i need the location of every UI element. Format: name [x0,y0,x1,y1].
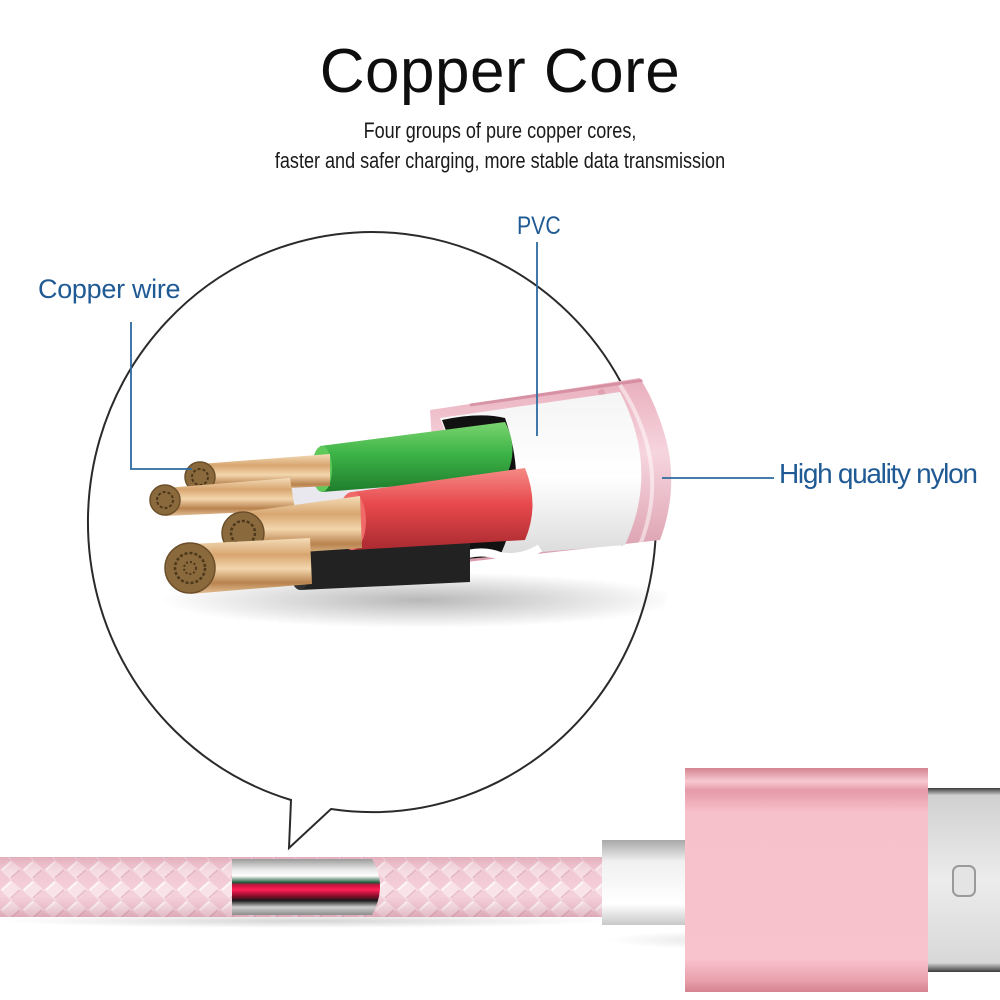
subtitle-line-1: Four groups of pure copper cores, [363,118,637,143]
copper-wire-label: Copper wire [38,274,181,304]
subtitle-line-2: faster and safer charging, more stable d… [274,148,726,173]
pvc-label: PVC [517,212,561,240]
copper-wire-leader [130,322,192,470]
page-title: Copper Core [319,37,681,106]
leader-lines [130,242,774,479]
cable-cross-section [160,378,677,628]
usb-connector [602,768,1000,992]
braided-cable [0,857,610,928]
connector-housing [685,768,928,992]
usb-plug-hole [952,865,976,897]
nylon-label: High quality nylon [779,458,978,489]
copper-cores [149,454,362,594]
strain-relief [602,840,686,925]
